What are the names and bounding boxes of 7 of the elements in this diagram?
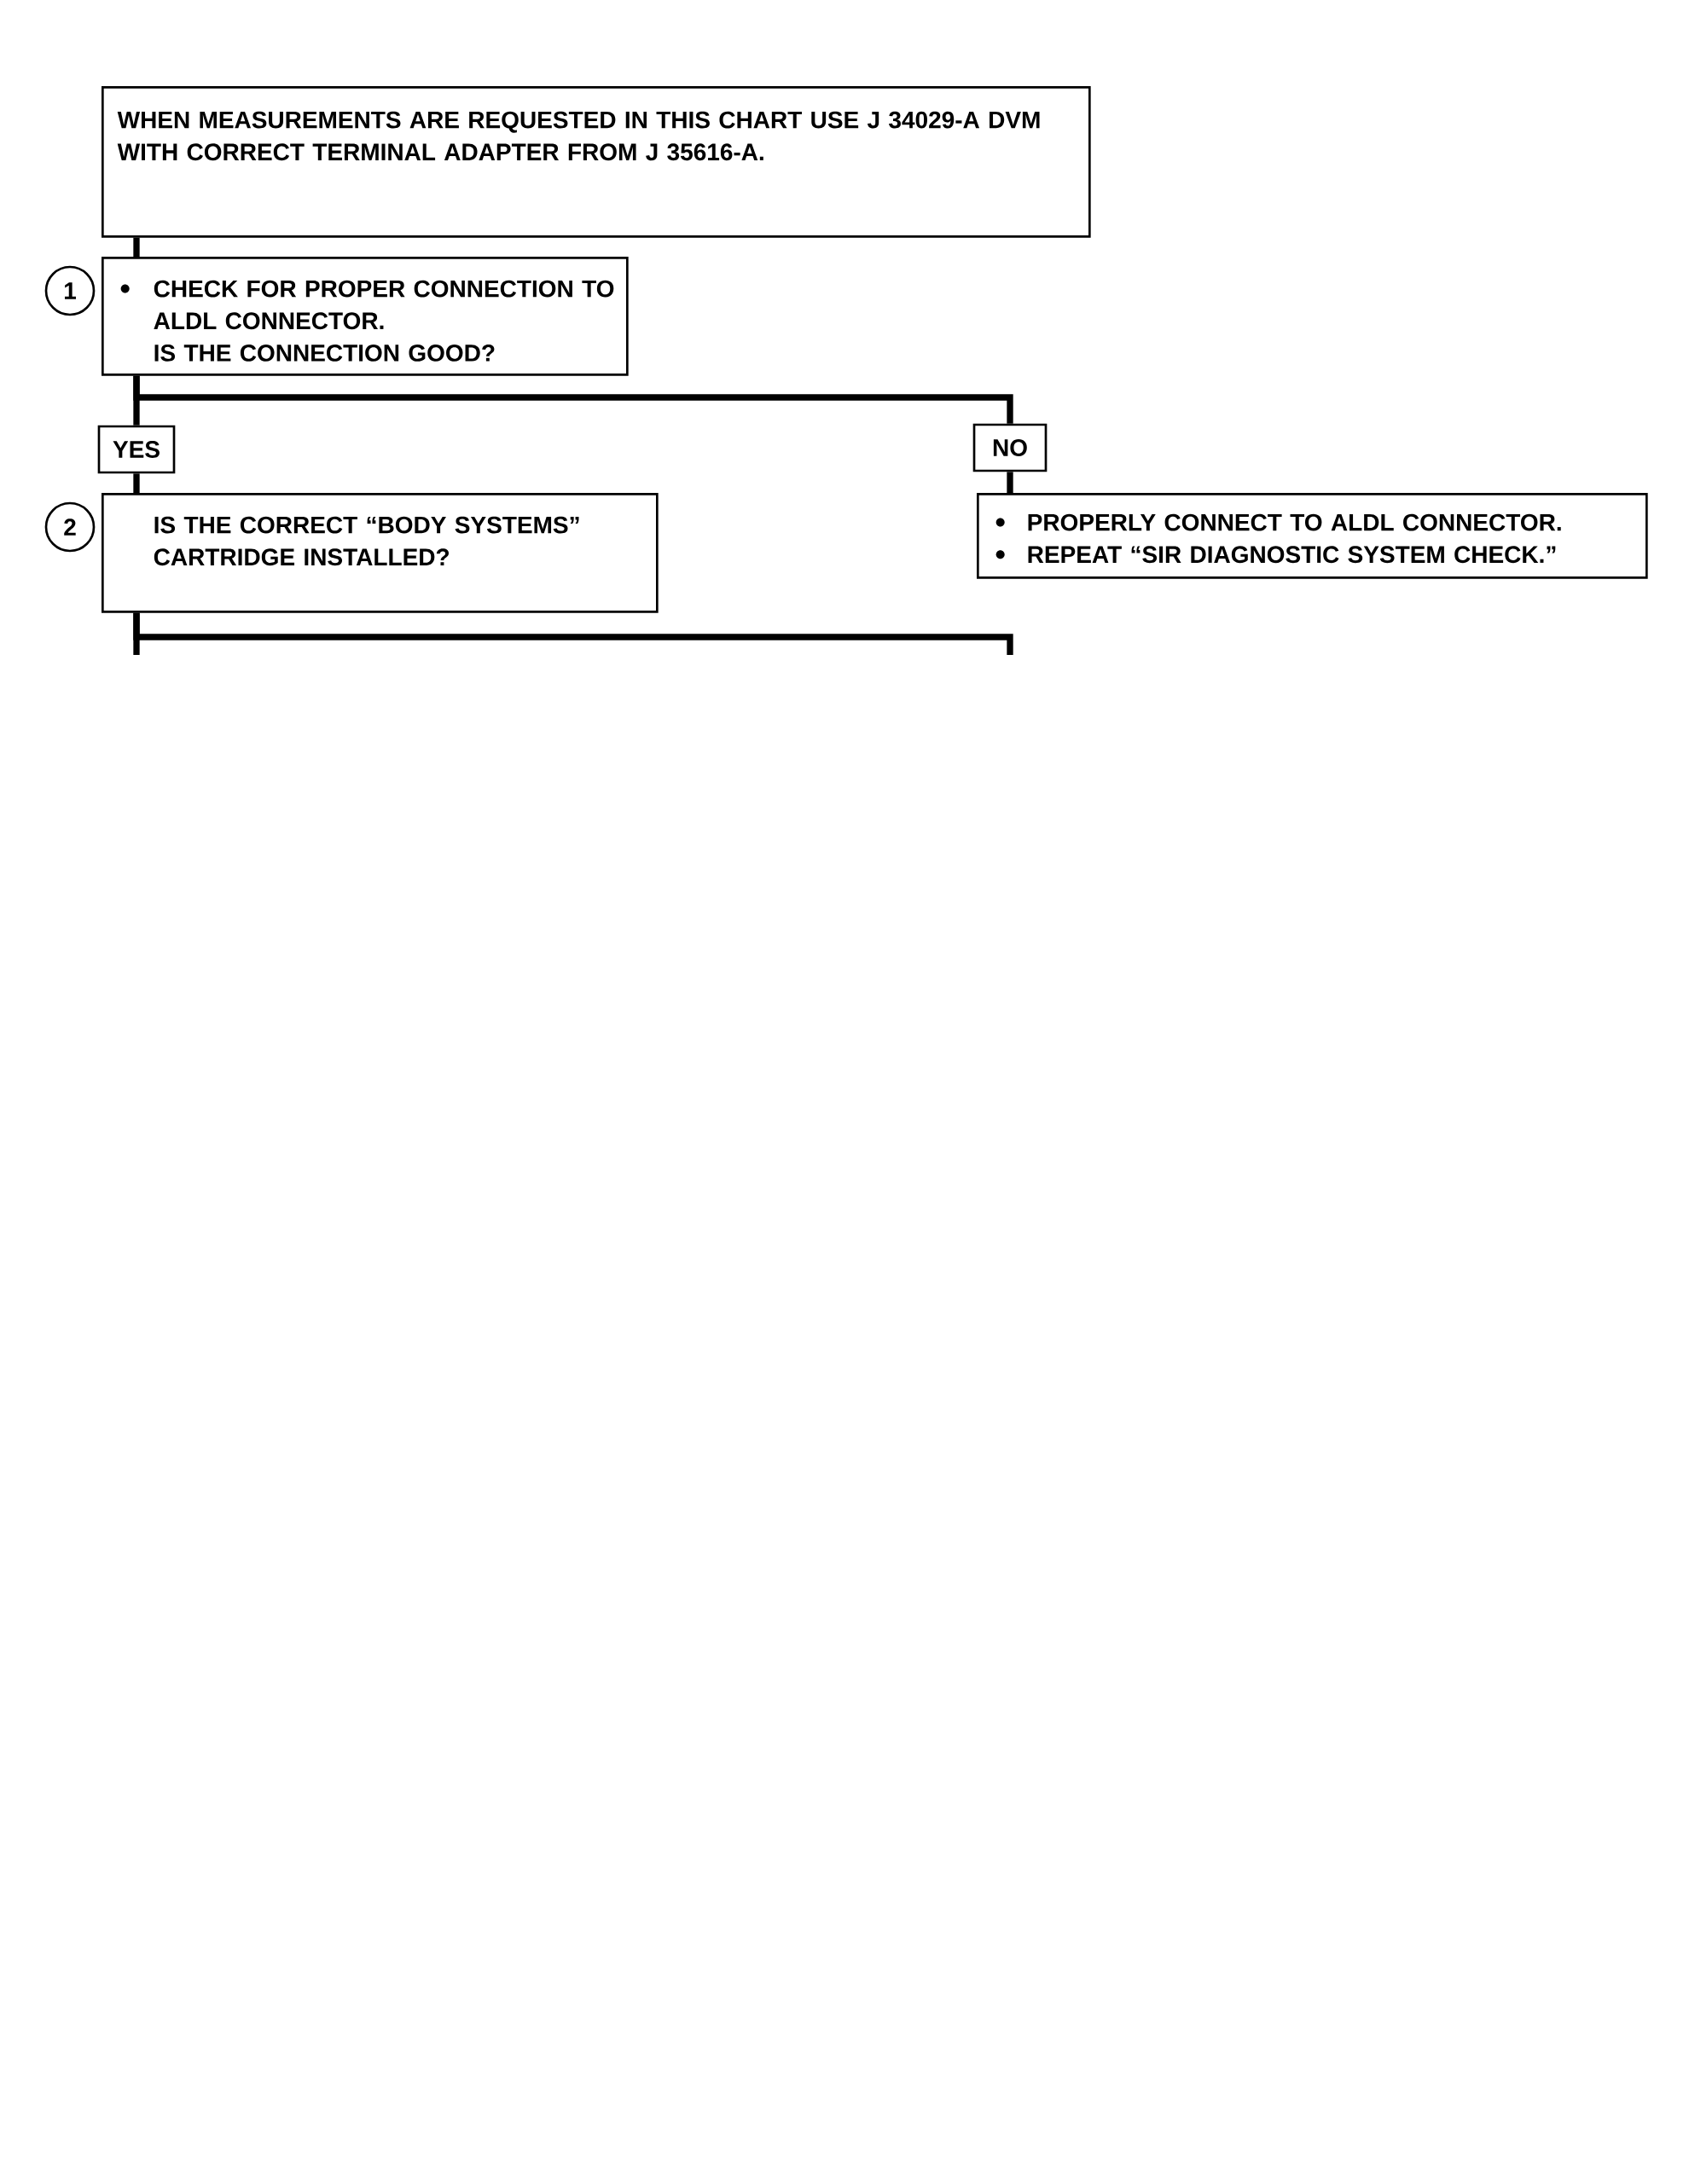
step-box: CHECK FOR PROPER CONNECTION TO ALDL CONNECTOR. IS THE CONNECTION GOOD? — [102, 257, 629, 376]
connector-line — [133, 237, 140, 257]
branch-tag: YES — [97, 425, 176, 474]
note-box: WHEN MEASUREMENTS ARE REQUESTED IN THIS CHART USE J 34029-A DVM WITH CORRECT TERMINAL ADAPTER FROM J 35616-A. — [102, 86, 1091, 238]
branch-tag: NO — [972, 423, 1048, 472]
step-box: IS THE CORRECT “BODY SYSTEMS” CARTRIDGE INSTALLED? — [102, 493, 659, 613]
action-box: PROPERLY CONNECT TO ALDL CONNECTOR. REPEAT “SIR DIAGNOSTIC SYSTEM CHECK.” — [977, 493, 1648, 579]
